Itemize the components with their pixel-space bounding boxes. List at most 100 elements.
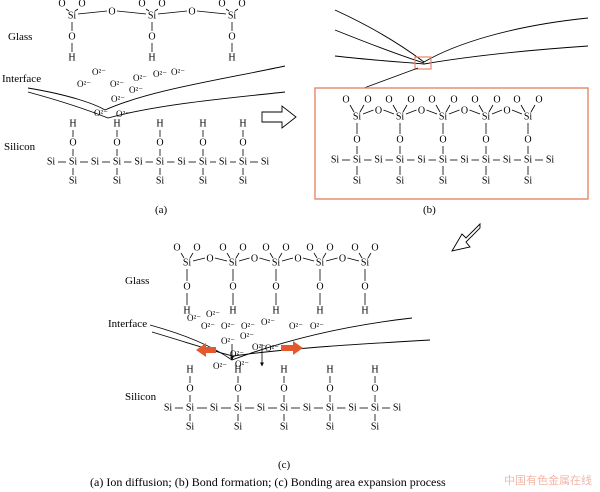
silicon-o-atom: O <box>199 138 206 149</box>
silicon-si-atom: Si <box>234 422 243 433</box>
silicon-si-atom: Si <box>396 176 405 187</box>
bond-line <box>74 8 79 12</box>
silicon-si-atom: Si <box>303 403 312 414</box>
bond-line <box>392 104 398 113</box>
glass-o-atom: O <box>78 0 85 10</box>
silicon-si-atom: Si <box>219 157 228 168</box>
glass-o-atom: O <box>282 243 289 254</box>
bond-line <box>445 104 451 113</box>
silicon-si-atom: Si <box>239 157 248 168</box>
bond-line <box>478 104 484 113</box>
silicon-h-atom: H <box>186 365 193 376</box>
expansion-arrow-left <box>196 343 216 357</box>
bond-line <box>269 252 274 259</box>
oxygen-ion: O²⁻ <box>92 67 106 77</box>
expansion-arrow-right <box>281 341 303 355</box>
silicon-si-atom: Si <box>371 403 380 414</box>
bond-line <box>405 109 417 115</box>
bond-line <box>511 109 523 115</box>
oxygen-ion: O²⁻ <box>116 109 130 119</box>
silicon-h-atom: H <box>326 365 333 376</box>
silicon-h-atom: H <box>199 119 206 130</box>
glass-o-atom: O <box>58 0 65 10</box>
oxygen-ion: O²⁻ <box>289 321 303 331</box>
silicon-o-atom: O <box>239 138 246 149</box>
silicon-si-atom: Si <box>113 176 122 187</box>
interface-curve <box>27 65 286 111</box>
silicon-h-atom: H <box>239 119 246 130</box>
zoom-panel-frame <box>314 87 589 200</box>
oxygen-ion: O²⁻ <box>206 309 220 319</box>
interface-curve <box>27 91 286 119</box>
bond-line <box>358 252 363 259</box>
silicon-si-atom: Si <box>417 155 426 166</box>
glass-o-atom: O <box>173 243 180 254</box>
bond-line <box>448 109 460 115</box>
silicon-o-atom: O <box>113 138 120 149</box>
interface-label-c: Interface <box>108 318 147 330</box>
silicon-si-atom: Si <box>113 157 122 168</box>
glass-o-atom: O <box>535 95 542 106</box>
glass-h-atom: H <box>228 53 235 64</box>
silicon-si-atom: Si <box>199 176 208 187</box>
silicon-o-atom: O <box>234 384 241 395</box>
oxygen-ion: O²⁻ <box>77 79 91 89</box>
bond-line <box>226 252 231 259</box>
interface-curve <box>151 331 431 357</box>
glass-h-atom: H <box>272 306 279 317</box>
silicon-o-atom: O <box>186 384 193 395</box>
silicon-si-atom: Si <box>353 176 362 187</box>
oxygen-ion: O²⁻ <box>213 361 227 371</box>
silicon-label-c: Silicon <box>125 391 157 403</box>
silicon-o-atom: O <box>280 384 287 395</box>
glass-si-atom: Si <box>68 11 77 22</box>
flow-arrow-down-left <box>451 222 481 252</box>
oxygen-ion: O²⁻ <box>221 321 235 331</box>
silicon-si-atom: Si <box>156 157 165 168</box>
bond-line <box>259 257 271 262</box>
silicon-si-atom: Si <box>280 403 289 414</box>
silicon-si-atom: Si <box>280 422 289 433</box>
glass-si-atom: Si <box>482 112 491 123</box>
glass-o-atom: O <box>306 243 313 254</box>
bond-line <box>281 257 294 262</box>
silicon-si-atom: Si <box>199 157 208 168</box>
glass-o-atom: O <box>371 243 378 254</box>
silicon-si-atom: Si <box>69 176 78 187</box>
bond-line <box>325 257 338 262</box>
glass-o-atom: O <box>471 95 478 106</box>
oxygen-ion: O²⁻ <box>94 108 108 118</box>
bond-line <box>435 104 441 113</box>
bond-line <box>192 257 206 262</box>
bond-line <box>347 257 360 262</box>
silicon-si-atom: Si <box>524 176 533 187</box>
silicon-si-atom: Si <box>439 155 448 166</box>
silicon-si-atom: Si <box>234 403 243 414</box>
bond-line <box>238 257 250 262</box>
bond-line <box>469 109 481 115</box>
oxygen-ion: O²⁻ <box>230 349 244 359</box>
glass-o-atom: O <box>361 282 368 293</box>
glass-h-atom: H <box>316 306 323 317</box>
bridge-o-atom: O <box>206 254 213 265</box>
glass-o-atom: O <box>148 32 155 43</box>
silicon-si-atom: Si <box>186 422 195 433</box>
silicon-si-atom: Si <box>482 176 491 187</box>
bond-line <box>180 252 185 259</box>
interface-curve <box>334 45 589 65</box>
glass-o-atom: O <box>238 0 245 10</box>
silicon-o-atom: O <box>69 138 76 149</box>
glass-h-atom: H <box>229 306 236 317</box>
silicon-si-atom: Si <box>439 176 448 187</box>
glass-o-atom: O <box>513 95 520 106</box>
oxygen-ion: O²⁻ <box>235 359 249 369</box>
oxygen-ion: O²⁻ <box>310 321 324 331</box>
silicon-si-atom: Si <box>524 155 533 166</box>
silicon-si-atom: Si <box>326 403 335 414</box>
silicon-si-atom: Si <box>156 176 165 187</box>
flow-arrow-right <box>261 105 297 129</box>
bridge-o-atom: O <box>339 254 346 265</box>
